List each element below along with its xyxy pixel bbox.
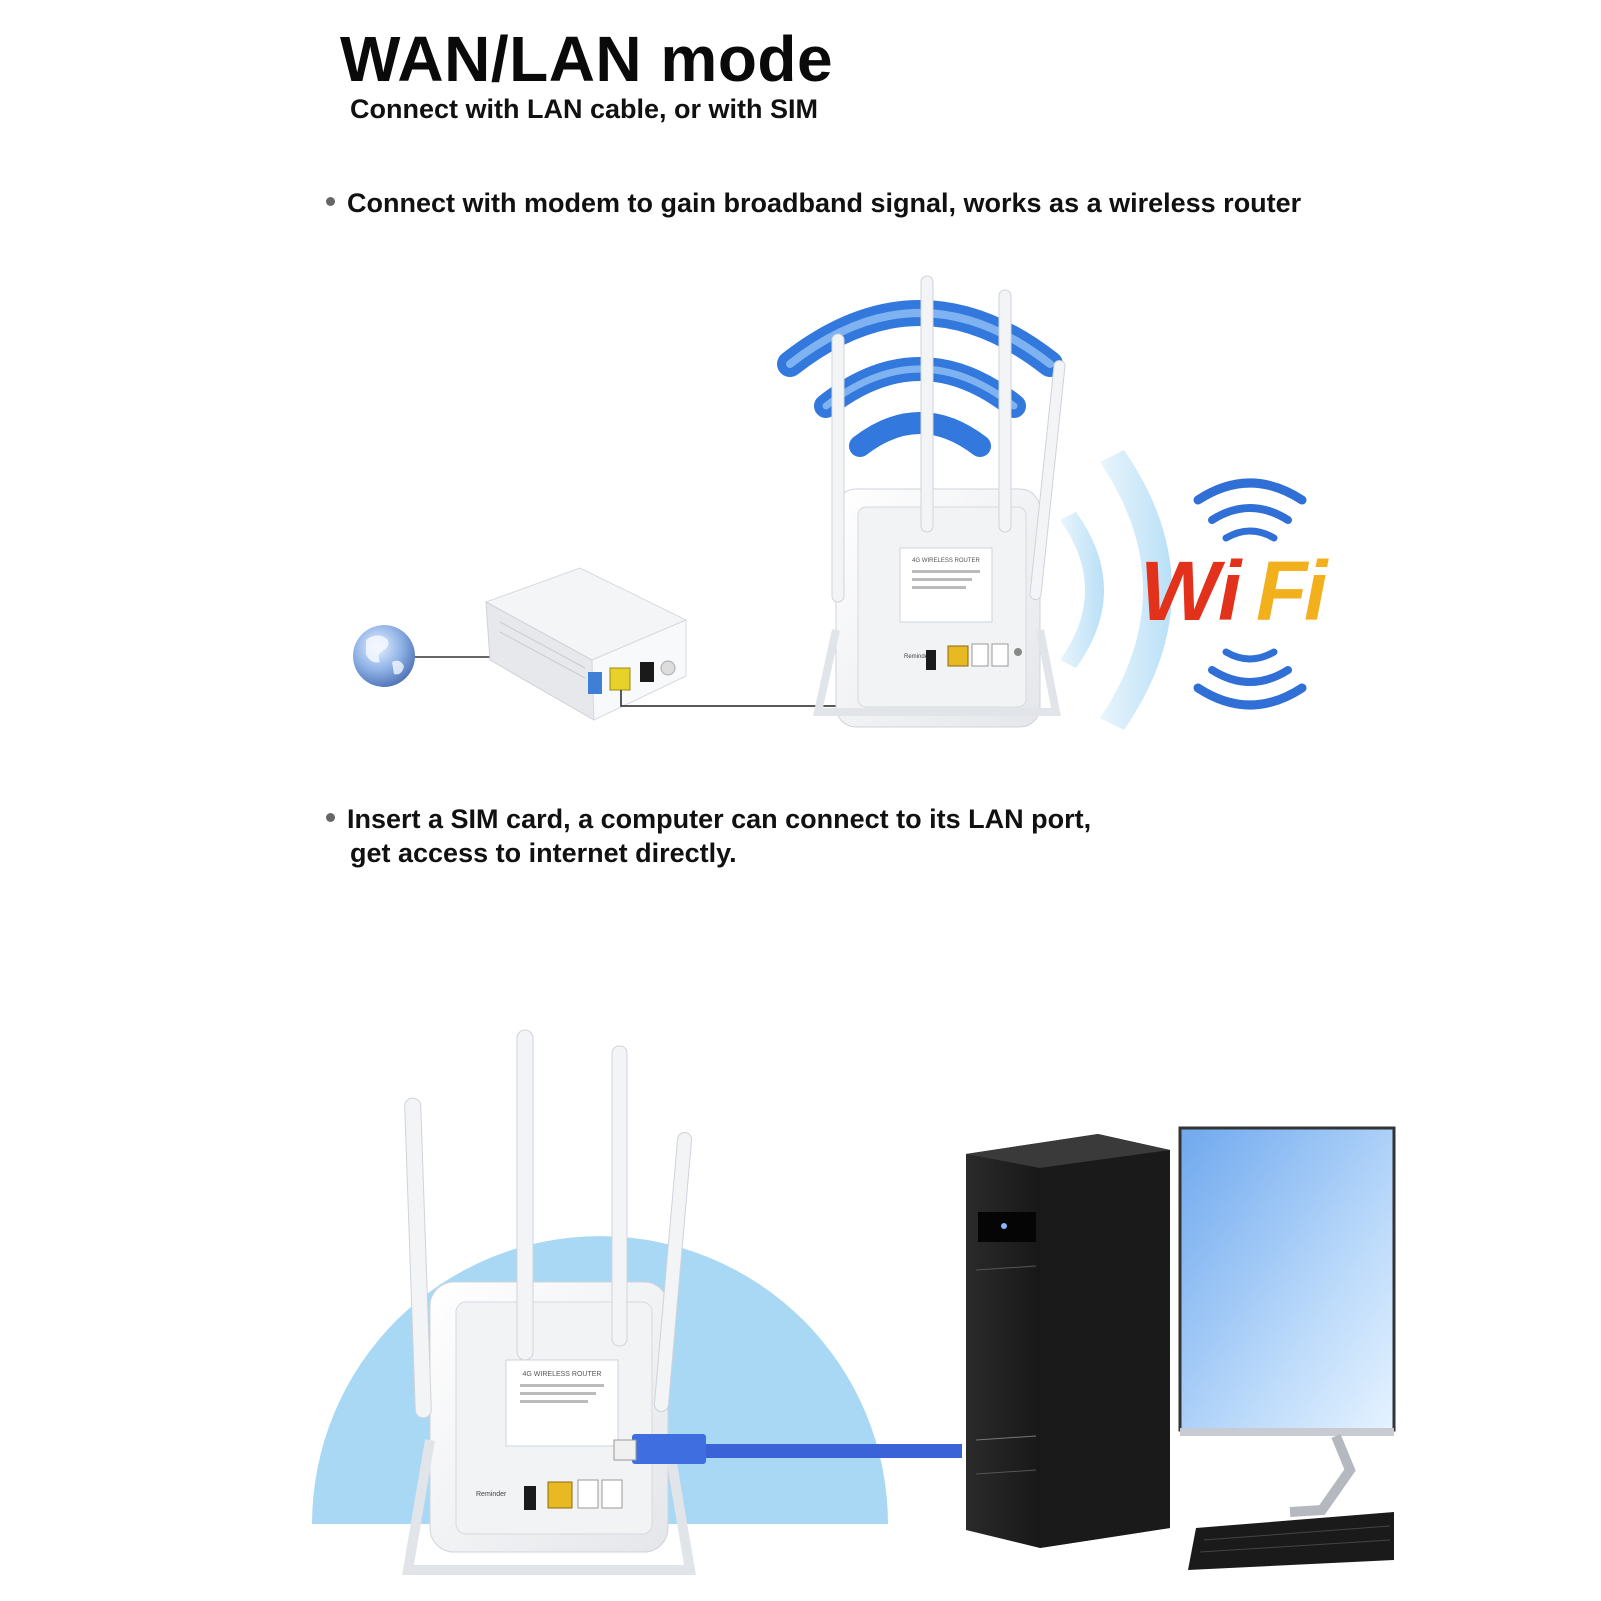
router-bottom-power-port: [524, 1486, 536, 1510]
router-bottom: 4G WIRELESS ROUTER Reminder: [402, 1029, 696, 1575]
keyboard: [1188, 1512, 1394, 1570]
monitor-screen: [1178, 1126, 1396, 1432]
lan-cable: [613, 1434, 962, 1464]
wifi-logo-i: i: [1218, 544, 1243, 638]
modem-yellow-port: [609, 667, 631, 691]
wifi-logo: W i F i: [1140, 478, 1329, 710]
bullet-dot: [326, 813, 335, 823]
antenna: [998, 289, 1012, 533]
broadcast-waves: [1060, 450, 1172, 730]
bullet-lan-text-line2: get access to internet directly.: [350, 838, 737, 868]
modem-power-port: [640, 662, 654, 682]
page-title: WAN/LAN mode: [340, 23, 834, 95]
router-top-label: [899, 547, 993, 623]
antenna: [1029, 360, 1066, 600]
bullet-lan-text-line1: Insert a SIM card, a computer can connec…: [347, 804, 1092, 834]
wifi-logo-i2: i: [1304, 544, 1329, 638]
modem-blue-port: [588, 672, 602, 694]
svg-text:4G WIRELESS ROUTER: 4G WIRELESS ROUTER: [523, 1371, 602, 1378]
svg-text:Reminder: Reminder: [476, 1491, 507, 1498]
wifi-logo-w: W: [1140, 544, 1226, 638]
wifi-signal-arcs: [777, 300, 1063, 457]
antenna: [920, 275, 934, 533]
antenna: [404, 1097, 432, 1419]
wifi-logo-arcs-top: [1193, 478, 1307, 542]
bullet-dot: [326, 197, 335, 207]
antenna: [516, 1029, 534, 1361]
computer-tower: [966, 1134, 1170, 1548]
antenna: [611, 1045, 628, 1347]
page-subtitle: Connect with LAN cable, or with SIM: [350, 94, 819, 124]
wifi-logo-f: F: [1256, 544, 1310, 638]
bullet-lan-mode: Insert a SIM card, a computer can connec…: [326, 802, 1091, 870]
wifi-logo-arcs-bottom: [1193, 648, 1307, 710]
antenna: [831, 333, 845, 603]
antenna: [653, 1132, 693, 1412]
router-top: 4G WIRELESS ROUTER Reminder: [813, 275, 1066, 728]
svg-text:4G WIRELESS ROUTER: 4G WIRELESS ROUTER: [912, 558, 980, 564]
globe-icon: [353, 625, 415, 687]
router-bottom-wan-port: [547, 1481, 573, 1509]
bullet-wan-mode: Connect with modem to gain broadband sig…: [326, 188, 1301, 219]
bullet-wan-text: Connect with modem to gain broadband sig…: [347, 188, 1302, 218]
modem-device: [484, 567, 688, 721]
monitor: [1178, 1126, 1396, 1517]
router-top-wan-port: [947, 645, 969, 667]
svg-text:Reminder: Reminder: [904, 654, 930, 660]
router-top-power-port: [926, 650, 936, 670]
